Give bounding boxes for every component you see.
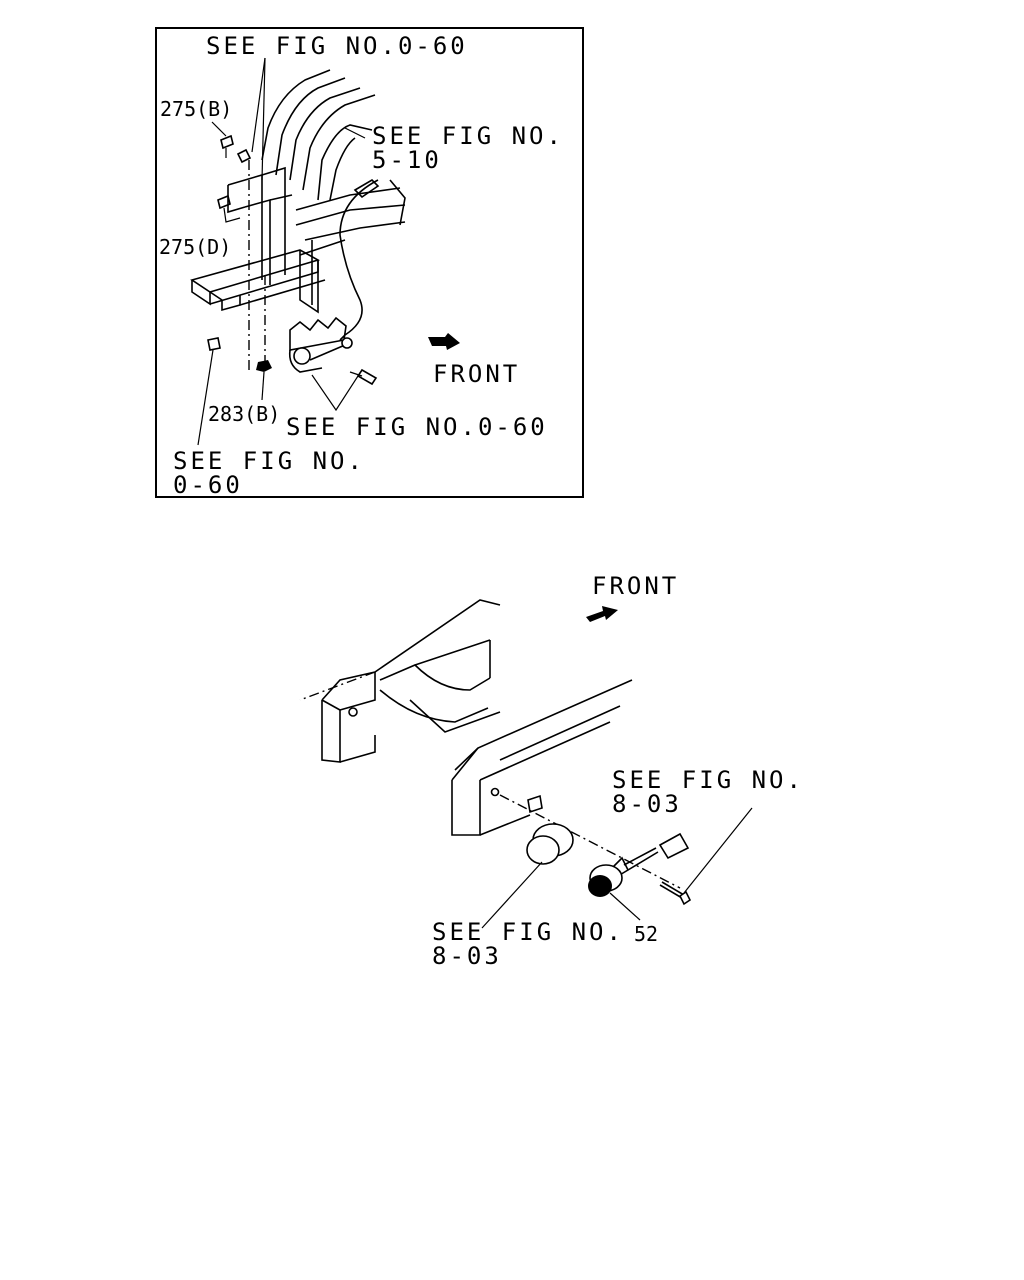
bracket-assembly [190,166,326,314]
label-see-fig-8-03-right-line1: SEE FIG NO. [612,766,804,794]
bolt-275d [217,194,241,223]
label-275d: 275(D) [159,235,231,259]
label-see-fig-0-60-top: SEE FIG NO.0-60 [206,32,468,60]
label-front-top: FRONT [433,360,520,388]
frame-member-left [299,599,501,763]
bolt-275b [211,121,252,164]
label-see-fig-5-10-line1: SEE FIG NO. [372,122,564,150]
frame-member-right [451,679,633,836]
front-arrow-bottom [586,606,618,622]
label-front-bottom: FRONT [592,572,679,600]
label-52: 52 [634,922,658,946]
label-see-fig-0-60-left-line2: 0-60 [173,471,243,499]
label-see-fig-8-03-right-line2: 8-03 [612,790,682,818]
crossmember [379,639,501,733]
harness-cable [339,179,379,341]
nut-left [197,337,221,446]
label-see-fig-8-03-left-line1: SEE FIG NO. [432,918,624,946]
label-see-fig-0-60-bottom: SEE FIG NO.0-60 [286,413,548,441]
mount-centerline [499,794,681,889]
label-see-fig-5-10-line2: 5-10 [372,146,442,174]
nut-283b [256,360,272,401]
label-see-fig-8-03-left-line2: 8-03 [432,942,502,970]
bolt-horn [659,881,692,906]
cab-body-outline [261,69,376,201]
bottom-diagram: FRONT SEE FIG NO. 8-03 SEE FIG NO. 8-03 … [299,572,804,970]
frame-rail [295,179,406,256]
top-panel-border [155,27,584,498]
front-arrow-top [428,333,460,350]
horn-left [526,794,574,865]
label-see-fig-0-60-left-line1: SEE FIG NO. [173,447,365,475]
sensor-mount [288,316,353,373]
label-275b: 275(B) [160,97,232,121]
top-panel: SEE FIG NO.0-60 SEE FIG NO. 5-10 275(B) … [155,27,584,499]
horn-52 [588,832,690,897]
label-283b: 283(B) [208,402,280,426]
